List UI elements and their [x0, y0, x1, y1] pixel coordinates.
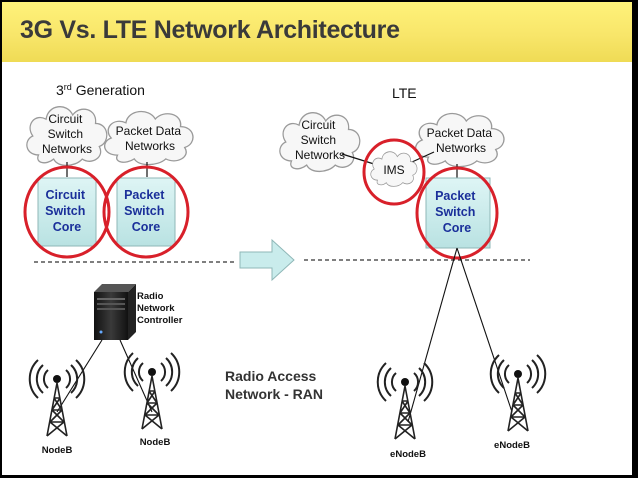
ims-highlight-ring — [362, 138, 426, 206]
right-heading: LTE — [392, 85, 417, 101]
slide: 3G Vs. LTE Network Architecture — [2, 2, 632, 475]
right-enodeb-2-tower-icon — [489, 354, 547, 432]
right-core-packet-label: Packet Switch Core — [435, 189, 479, 235]
circuit-core-highlight-ring — [23, 165, 111, 259]
rnc-server-icon — [94, 284, 136, 340]
right-enodeb-1-tower-icon — [376, 362, 434, 440]
right-enodeb-2-label: eNodeB — [494, 440, 530, 451]
ims-label: IMS — [383, 163, 404, 177]
slide-title: 3G Vs. LTE Network Architecture — [20, 16, 400, 44]
architecture-diagram: 3rd Generation Circuit Switch Networks P… — [23, 82, 547, 460]
left-nodeb-2-label: NodeB — [140, 437, 171, 448]
left-cloud-packet-label: Packet Data Networks — [116, 124, 185, 153]
title-bar: 3G Vs. LTE Network Architecture — [2, 2, 632, 62]
left-nodeb-2-tower-icon — [123, 352, 181, 430]
left-core-circuit-label: Circuit Switch Core — [45, 188, 89, 234]
right-cloud-circuit-label: Circuit Switch Networks — [295, 118, 345, 162]
lte-packet-switch-core-box — [425, 177, 491, 249]
left-core-packet-label: Packet Switch Core — [124, 188, 168, 234]
packet-switch-core-box — [116, 177, 176, 247]
right-enodeb-1-label: eNodeB — [390, 449, 426, 460]
left-nodeb-1-tower-icon — [28, 359, 86, 437]
ran-label: Radio Access Network - RAN — [225, 368, 323, 402]
transition-arrow-icon — [239, 238, 295, 282]
rnc-label: Radio Network Controller — [137, 291, 183, 326]
left-nodeb-1-label: NodeB — [42, 445, 73, 456]
left-heading: 3rd Generation — [56, 82, 145, 98]
left-cloud-circuit-label: Circuit Switch Networks — [42, 112, 92, 156]
packet-core-highlight-ring — [102, 165, 190, 259]
right-cloud-packet-label: Packet Data Networks — [427, 126, 496, 155]
lte-core-highlight-ring — [415, 166, 499, 260]
circuit-switch-core-box — [37, 177, 97, 247]
